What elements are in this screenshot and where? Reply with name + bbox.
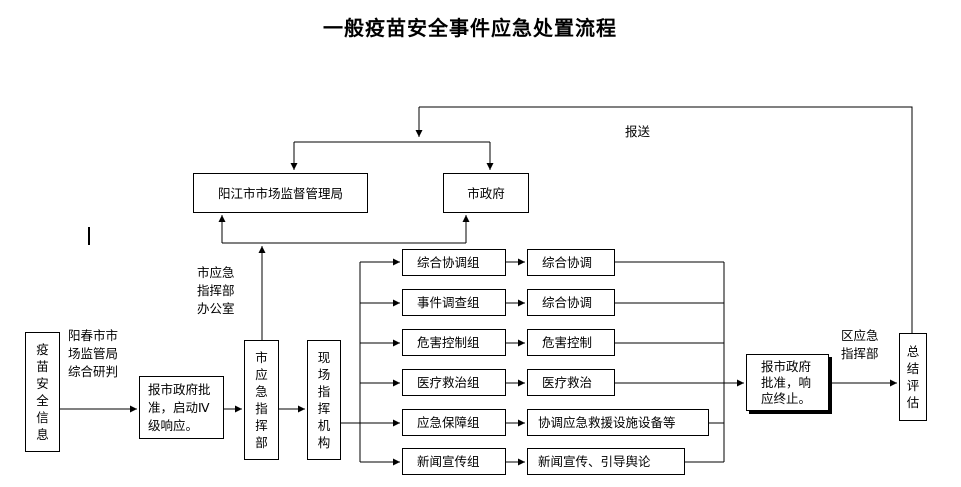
box-group-news-text: 新闻宣传组 (417, 454, 480, 469)
box-task-news: 新闻宣传、引导舆论 (527, 448, 685, 475)
box-task-support-text: 协调应急救援设施设备等 (538, 415, 676, 430)
box-group-hazard-text: 危害控制组 (417, 335, 480, 350)
box-summary-text: 总结评估 (906, 344, 920, 410)
box-bureau: 阳江市市场监督管理局 (193, 173, 368, 213)
label-district-line1: 区应急 (841, 328, 879, 343)
box-report-start-text: 报市政府批准，启动Ⅳ级响应。 (148, 382, 211, 433)
label-report-send: 报送 (625, 124, 651, 139)
box-task-hazard: 危害控制 (527, 329, 615, 356)
label-yangchun-line3: 综合研判 (68, 364, 119, 379)
box-task-hazard-text: 危害控制 (542, 335, 593, 350)
box-task-medical-text: 医疗救治 (542, 375, 593, 390)
box-group-medical-text: 医疗救治组 (417, 375, 480, 390)
box-task-coord: 综合协调 (527, 249, 615, 276)
label-yangchun-line1: 阳春市市 (68, 328, 119, 343)
label-office-line3: 办公室 (197, 301, 235, 316)
line-feedback (419, 106, 913, 333)
box-group-investigate-text: 事件调查组 (417, 295, 480, 310)
box-task-medical: 医疗救治 (527, 369, 615, 396)
box-gov: 市政府 (443, 173, 529, 213)
label-office-line2: 指挥部 (197, 283, 235, 298)
box-group-coord: 综合协调组 (402, 249, 506, 276)
box-group-medical: 医疗救治组 (402, 369, 506, 396)
box-bureau-text: 阳江市市场监督管理局 (217, 185, 343, 201)
box-task-coord-text: 综合协调 (542, 255, 593, 270)
box-group-support: 应急保障组 (402, 409, 506, 436)
box-city-cmd: 市应急指挥部 (244, 340, 279, 460)
box-report-start: 报市政府批准，启动Ⅳ级响应。 (139, 376, 224, 439)
box-site-cmd-text: 现场指挥机构 (317, 350, 331, 450)
box-city-cmd-text: 市应急指挥部 (255, 350, 268, 450)
box-report-end: 报市政府批准，响应终止。 (746, 354, 829, 411)
box-info-text: 疫苗安全信息 (36, 342, 49, 442)
box-group-support-text: 应急保障组 (417, 415, 480, 430)
box-group-investigate: 事件调查组 (402, 289, 506, 316)
box-task-support: 协调应急救援设施设备等 (527, 409, 709, 436)
box-group-news: 新闻宣传组 (402, 448, 506, 475)
page-title: 一般疫苗安全事件应急处置流程 (323, 16, 617, 40)
box-report-end-text: 报市政府批准，响应终止。 (761, 359, 812, 406)
box-group-hazard: 危害控制组 (402, 329, 506, 356)
label-yangchun-line2: 场监管局 (68, 346, 119, 361)
box-group-coord-text: 综合协调组 (417, 255, 480, 270)
box-summary: 总结评估 (899, 333, 927, 421)
label-district-line2: 指挥部 (841, 346, 879, 361)
box-task-investigate-text: 综合协调 (542, 295, 593, 310)
label-office-line1: 市应急 (197, 265, 235, 280)
box-gov-text: 市政府 (467, 185, 505, 201)
box-site-cmd: 现场指挥机构 (307, 340, 341, 460)
box-info: 疫苗安全信息 (25, 332, 60, 452)
box-task-news-text: 新闻宣传、引导舆论 (538, 454, 651, 469)
text-cursor (88, 227, 90, 245)
box-task-investigate: 综合协调 (527, 289, 615, 316)
